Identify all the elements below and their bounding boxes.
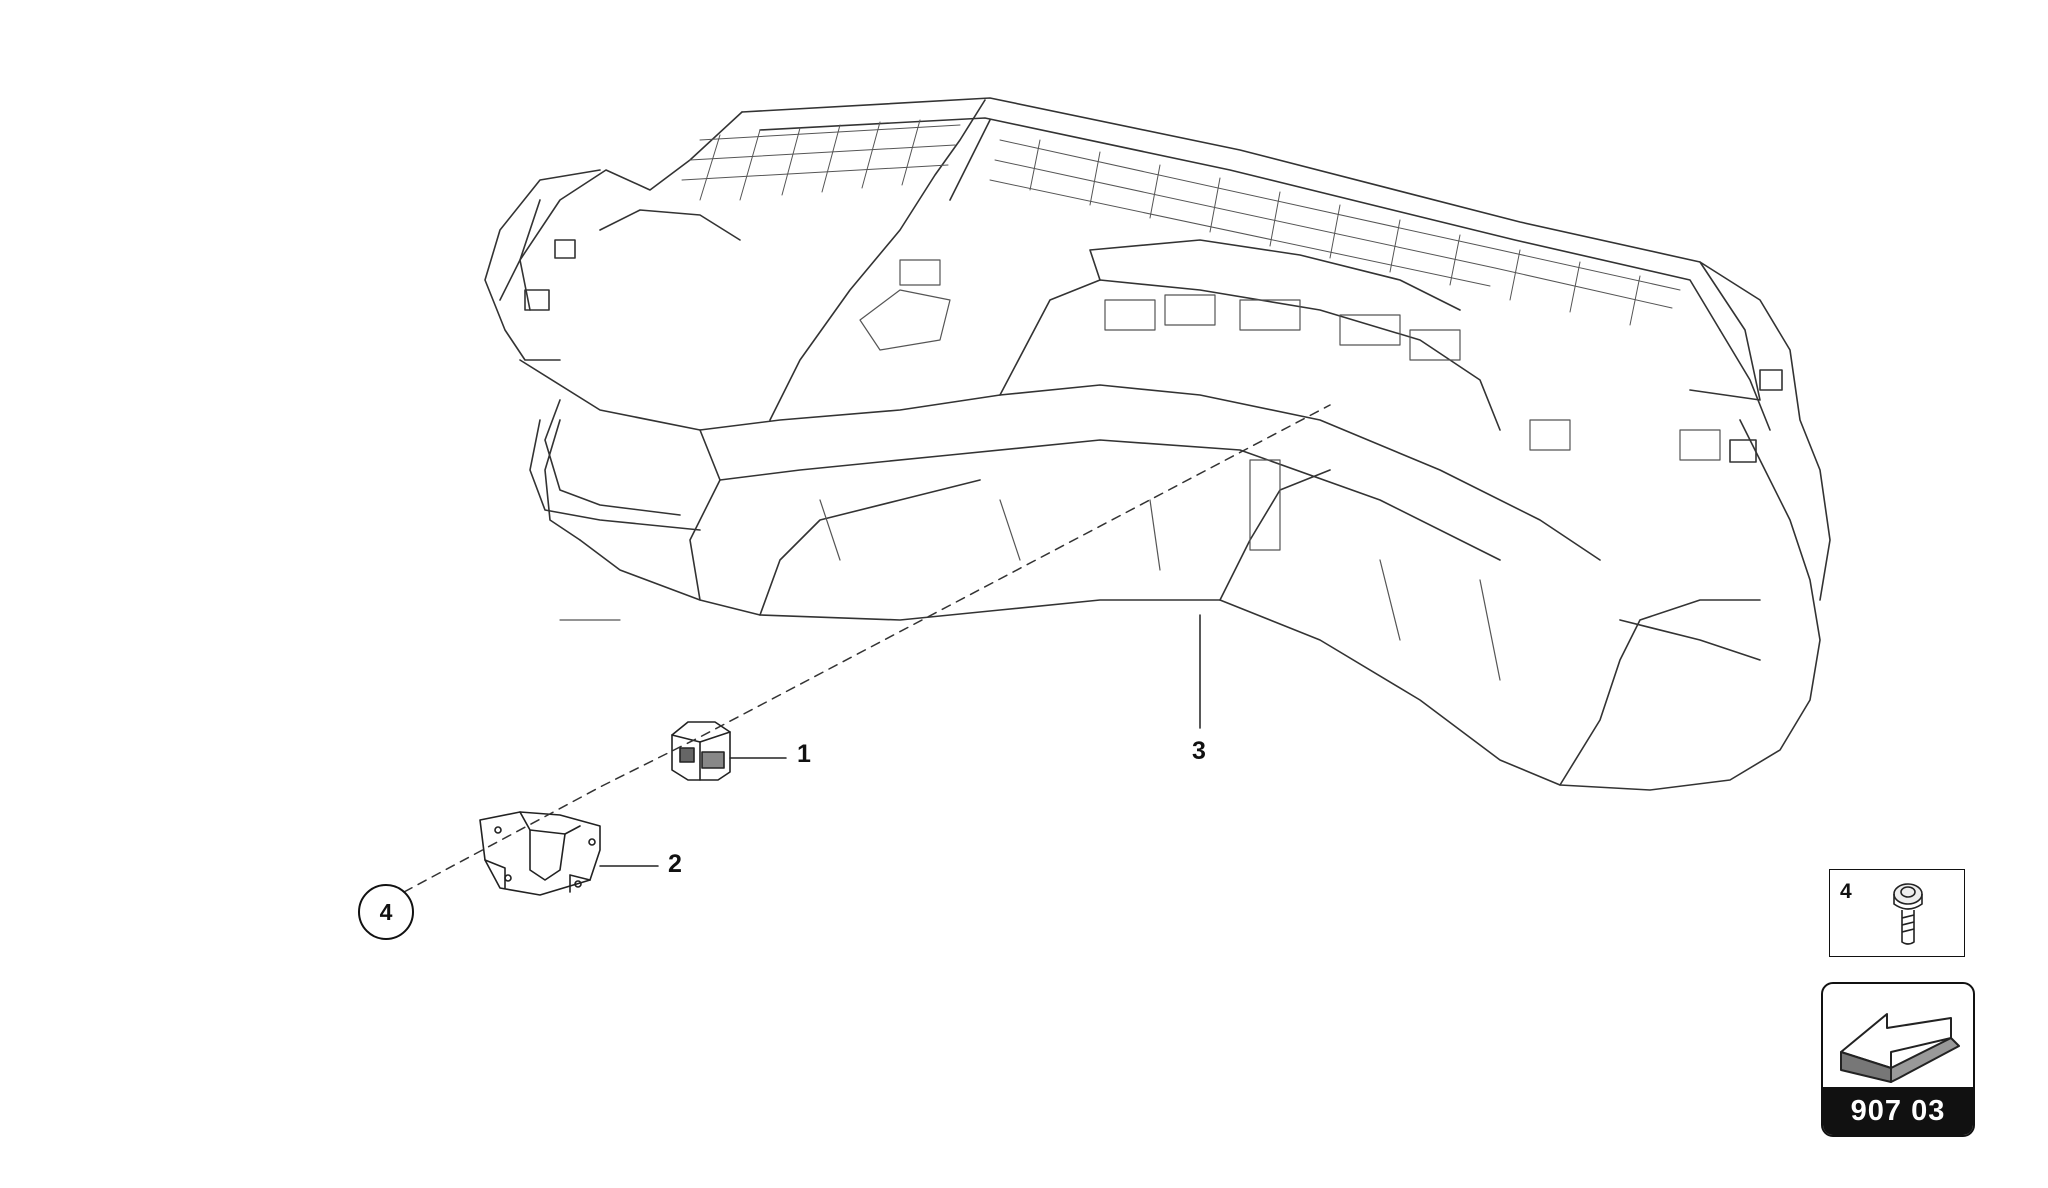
assembly-axis-line xyxy=(403,404,1331,893)
bumper-details xyxy=(559,259,1721,681)
right-side-bracket xyxy=(1699,261,1831,601)
grille-mesh xyxy=(681,119,1681,326)
bumper-left-lower xyxy=(529,419,701,531)
callout-4-circle: 4 xyxy=(358,884,414,940)
callout-3: 3 xyxy=(1192,737,1206,765)
callout-2: 2 xyxy=(668,850,682,878)
left-side-bracket xyxy=(484,169,741,361)
part-1-sensor xyxy=(671,721,731,781)
page-navigation-button[interactable]: 907 03 xyxy=(1821,982,1975,1137)
screw-icon xyxy=(1893,883,1923,945)
legend-number: 4 xyxy=(1840,880,1852,903)
part-2-bracket xyxy=(479,811,601,896)
callout-4: 4 xyxy=(379,898,393,925)
part-legend-box: 4 xyxy=(1829,869,1965,957)
page-code: 907 03 xyxy=(1823,1087,1973,1135)
page-arrow-icon xyxy=(1840,1013,1960,1083)
bumper-upper-frame xyxy=(499,97,1761,421)
bumper-lower-body xyxy=(519,239,1821,791)
callout-1: 1 xyxy=(797,740,811,768)
